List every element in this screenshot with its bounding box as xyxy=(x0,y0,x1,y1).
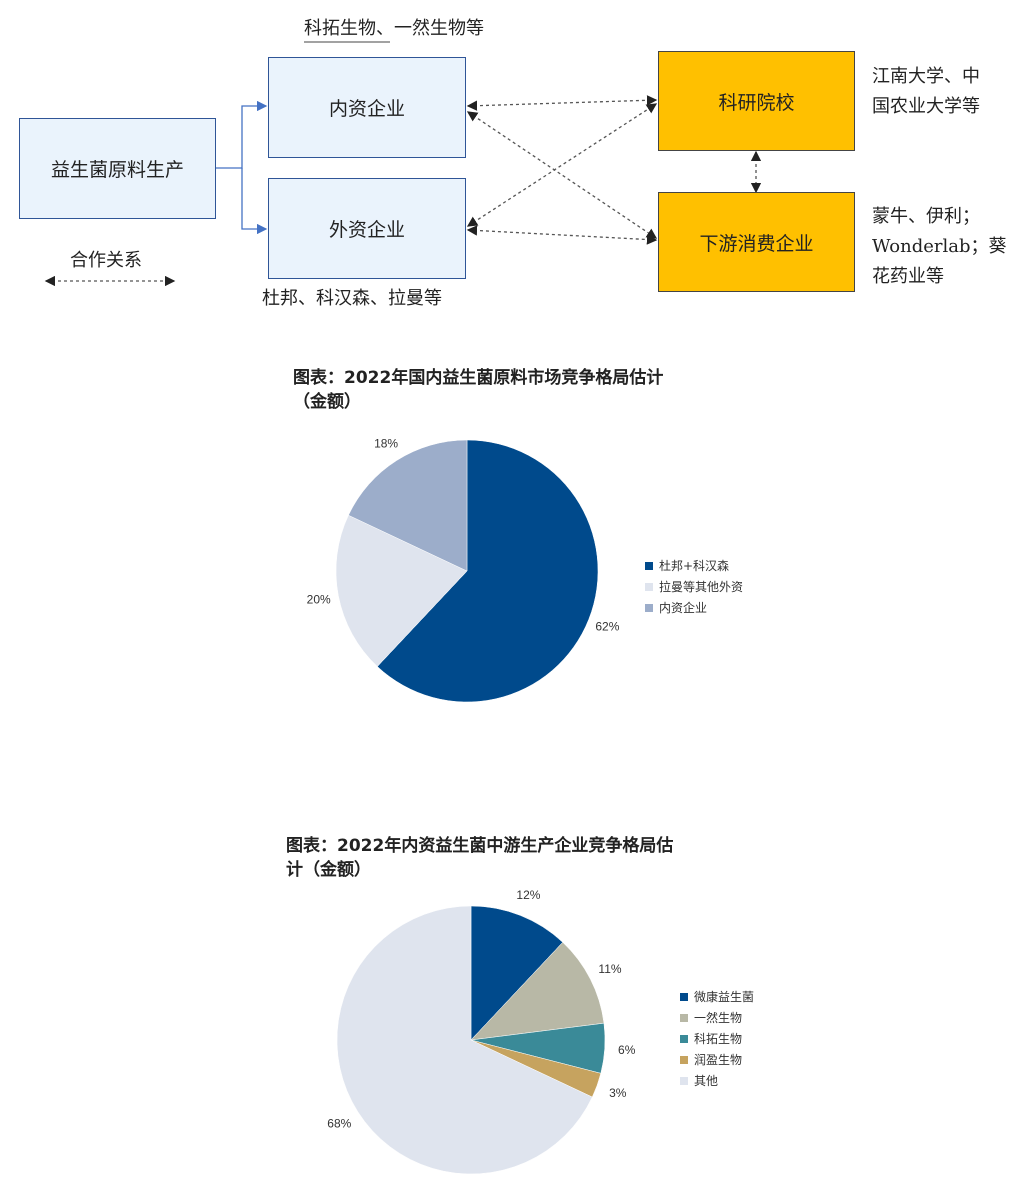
chart2-value-label-0: 12% xyxy=(516,888,540,902)
chart1-legend-label-2: 内资企业 xyxy=(659,600,707,615)
diagram-connectors xyxy=(44,41,762,287)
domestic-box: 内资企业 xyxy=(268,57,466,158)
foreign-note: 杜邦、科汉森、拉曼等 xyxy=(262,288,442,309)
chart2-legend-swatch-2 xyxy=(680,1035,688,1043)
chart1-legend-swatch-2 xyxy=(645,604,653,612)
downstream-note: 蒙牛、伊利； Wonderlab；葵 花药业等 xyxy=(872,206,1007,287)
chart2-legend-swatch-1 xyxy=(680,1014,688,1022)
chart1-legend-label-1: 拉曼等其他外资 xyxy=(659,579,743,594)
downstream-label: 下游消费企业 xyxy=(699,232,814,255)
chart2-legend-label-2: 科拓生物 xyxy=(694,1032,742,1046)
chart2-legend-label-0: 微康益生菌 xyxy=(694,989,754,1004)
chart2-value-label-2: 6% xyxy=(618,1043,636,1057)
chart2-value-label-3: 3% xyxy=(609,1086,627,1100)
foreign-box: 外资企业 xyxy=(268,178,466,279)
chart2-slice-0 xyxy=(470,905,564,1041)
chart1-legend-label-0: 杜邦+科汉森 xyxy=(659,558,729,573)
chart2-title: 图表：2022年内资益生菌中游生产企业竞争格局估 计（金额） xyxy=(286,836,674,880)
chart2-legend-label-1: 一然生物 xyxy=(694,1010,742,1025)
chart2-value-label-1: 11% xyxy=(598,962,621,976)
chart1-title: 图表：2022年国内益生菌原料市场竞争格局估计 （金额） xyxy=(293,368,664,412)
chart1-slice-0 xyxy=(376,439,599,703)
chart1-legend-swatch-1 xyxy=(645,583,653,591)
research-label: 科研院校 xyxy=(718,91,795,114)
chart2-slice-4 xyxy=(336,905,593,1175)
link-foreign-research xyxy=(466,103,658,227)
chart2-legend-swatch-4 xyxy=(680,1077,688,1085)
legend-cooperation-label: 合作关系 xyxy=(70,250,142,271)
chart1-value-label-0: 62% xyxy=(595,620,619,634)
research-box: 科研院校 xyxy=(658,51,855,151)
chart2-legend-swatch-3 xyxy=(680,1056,688,1064)
raw-material-label: 益生菌原料生产 xyxy=(50,159,184,181)
downstream-box: 下游消费企业 xyxy=(658,192,855,292)
chart2-legend-label-3: 润盈生物 xyxy=(694,1053,742,1067)
chart1-value-label-1: 20% xyxy=(307,592,331,606)
chart1-legend-swatch-0 xyxy=(645,562,653,570)
chart1-value-label-2: 18% xyxy=(374,437,398,451)
link-raw-to-domestic xyxy=(216,100,268,169)
chart2-slice-1 xyxy=(470,941,605,1041)
domestic-label: 内资企业 xyxy=(328,98,405,120)
chart2-value-label-4: 68% xyxy=(327,1117,351,1131)
raw-material-box: 益生菌原料生产 xyxy=(19,118,216,219)
link-raw-to-foreign xyxy=(241,168,268,235)
foreign-label: 外资企业 xyxy=(328,219,405,241)
chart2-legend-swatch-0 xyxy=(680,993,688,1001)
chart2-legend-label-4: 其他 xyxy=(694,1074,718,1088)
chart1-slice-2 xyxy=(348,439,468,572)
domestic-note: 科拓生物、一然生物等 xyxy=(304,18,484,39)
chart1-slice-1 xyxy=(335,514,468,667)
link-foreign-downstream xyxy=(466,225,658,245)
research-note: 江南大学、中 国农业大学等 xyxy=(872,66,980,117)
